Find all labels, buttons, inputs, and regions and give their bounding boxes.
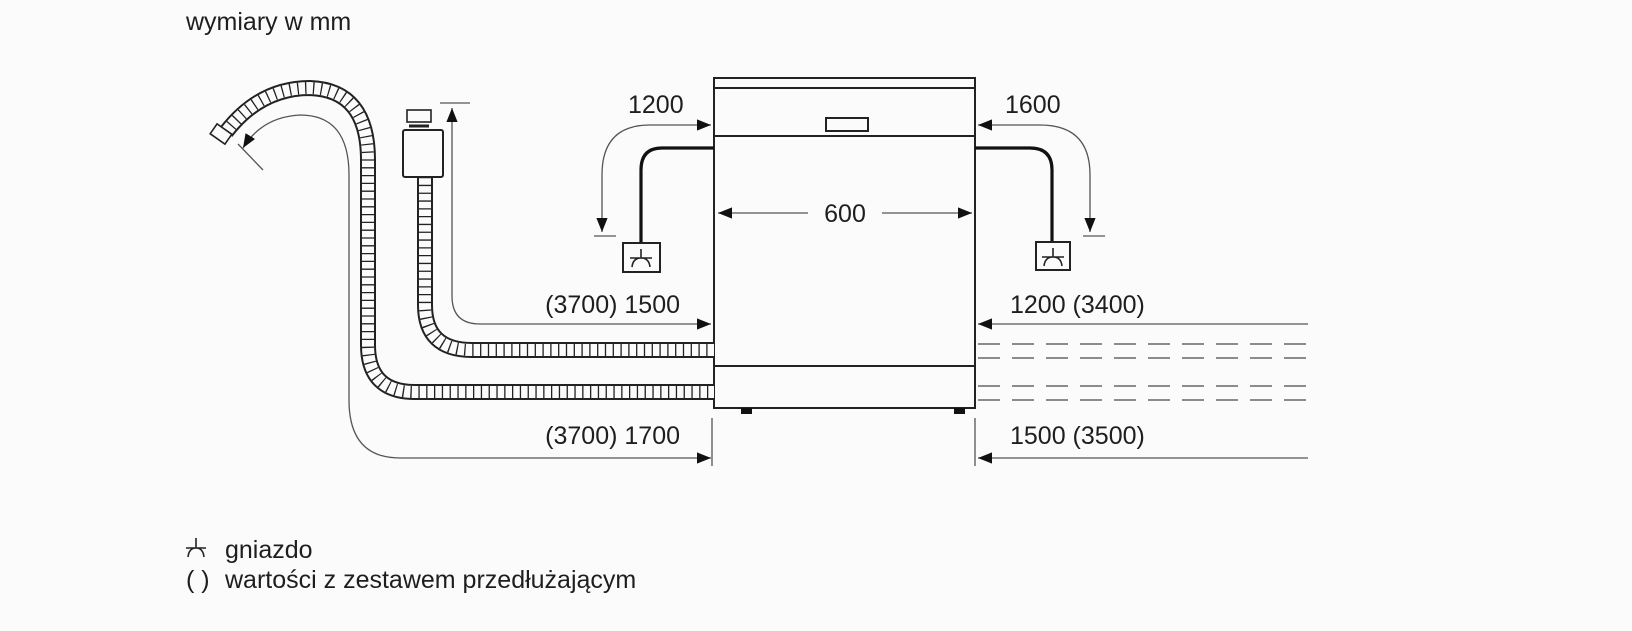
- right-upper-label: 1200 (3400): [1010, 291, 1145, 319]
- left-power-cable: [639, 146, 714, 243]
- inlet-connector: [406, 109, 432, 123]
- drain-hose-end: [209, 122, 233, 146]
- legend-parentheses-symbol: ( ): [186, 566, 210, 594]
- units-title: wymiary w mm: [185, 8, 351, 36]
- drain-length-label: (3700) 1700: [545, 422, 680, 450]
- right-height-arrow-down: [1039, 124, 1096, 232]
- right-lower-label: 1500 (3500): [1010, 422, 1145, 450]
- left-height-label: 1200: [628, 91, 684, 119]
- foot-right: [954, 408, 965, 414]
- inlet-hose: [402, 109, 714, 358]
- socket-icon-left: [622, 242, 661, 273]
- width-label: 600: [824, 200, 866, 228]
- inlet-length-label: (3700) 1500: [545, 291, 680, 319]
- dishwasher: [713, 77, 976, 414]
- right-hose-dashed-lines: [978, 343, 1308, 401]
- drain-hose: [209, 79, 714, 400]
- legend-socket-icon: [186, 538, 206, 558]
- legend-socket-label: gniazdo: [225, 536, 313, 564]
- aquastop-valve: [402, 129, 444, 178]
- legend-parentheses-label: wartości z zestawem przedłużającym: [224, 566, 636, 594]
- right-height-label: 1600: [1005, 91, 1061, 119]
- right-power-cable: [975, 146, 1054, 242]
- left-height-arrow-down: [596, 124, 651, 232]
- socket-icon-right: [1035, 241, 1071, 271]
- foot-left: [741, 408, 752, 414]
- drain-hose-dimension-line: [242, 114, 401, 459]
- inlet-hose-dimension-line: [446, 108, 481, 325]
- display-panel: [825, 117, 869, 132]
